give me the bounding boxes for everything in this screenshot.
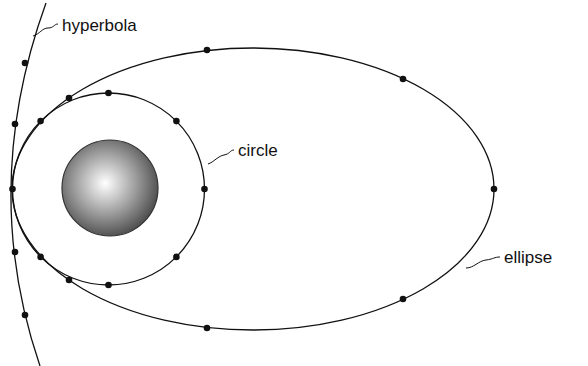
position-dots (9, 47, 497, 332)
planet (62, 140, 158, 236)
elliptical-orbit (12, 48, 494, 330)
orbit-label: ellipse (502, 248, 554, 267)
hyperbolic-orbit (11, 3, 46, 366)
circular-orbit (13, 93, 205, 285)
orbit-label: hyperbola (60, 16, 139, 35)
leader-lines (33, 24, 500, 268)
orbit-label: circle (236, 141, 280, 160)
